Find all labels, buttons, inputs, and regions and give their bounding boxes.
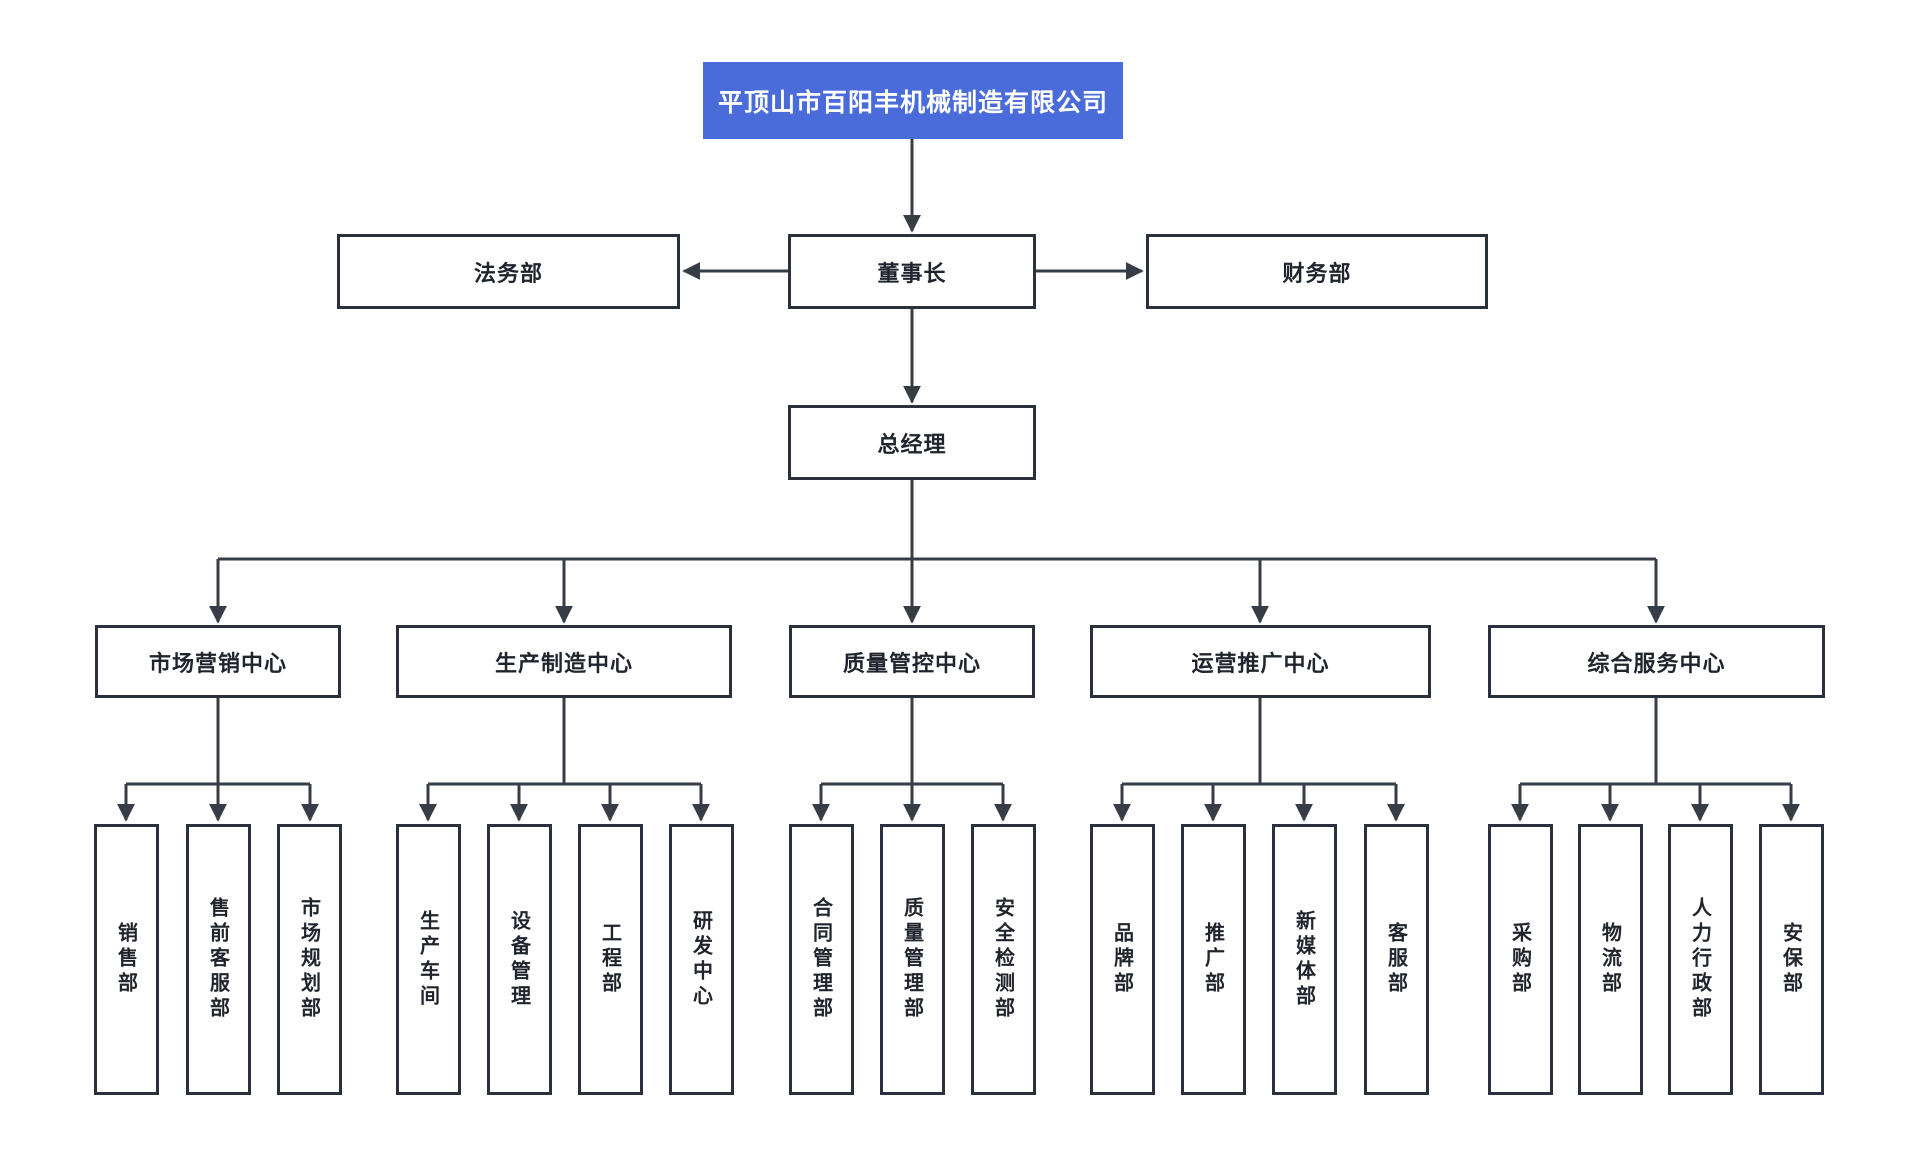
node-label: 安保部 [1779,922,1804,997]
node-dept-logistics[interactable]: 物流部 [1578,824,1643,1095]
node-dept-quality-management[interactable]: 质量管理部 [880,824,945,1095]
node-label: 市场营销中心 [148,651,287,677]
node-label: 研发中心 [689,909,714,1010]
node-dept-sales[interactable]: 销售部 [94,824,159,1095]
node-dept-rd-center[interactable]: 研发中心 [669,824,734,1095]
node-label: 生产车间 [416,909,441,1010]
node-label: 客服部 [1384,922,1409,997]
node-dept-production-workshop[interactable]: 生产车间 [396,824,461,1095]
node-label: 运营推广中心 [1191,651,1330,677]
node-label: 人力行政部 [1688,897,1713,1022]
node-label: 市场规划部 [297,897,322,1022]
node-label: 董事长 [877,261,947,287]
node-dept-hr-admin[interactable]: 人力行政部 [1668,824,1733,1095]
node-legal-dept[interactable]: 法务部 [337,234,680,309]
node-center-services[interactable]: 综合服务中心 [1488,625,1825,698]
node-label: 新媒体部 [1292,909,1317,1010]
node-center-marketing[interactable]: 市场营销中心 [95,625,341,698]
node-dept-brand[interactable]: 品牌部 [1090,824,1155,1095]
node-dept-equipment-management[interactable]: 设备管理 [487,824,552,1095]
node-label: 售前客服部 [206,897,231,1022]
node-finance-dept[interactable]: 财务部 [1146,234,1488,309]
node-center-operations[interactable]: 运营推广中心 [1090,625,1431,698]
node-label: 法务部 [473,261,543,287]
node-label: 物流部 [1598,922,1623,997]
node-center-production[interactable]: 生产制造中心 [396,625,732,698]
node-company[interactable]: 平顶山市百阳丰机械制造有限公司 [703,62,1123,139]
node-label: 推广部 [1201,922,1226,997]
node-label: 合同管理部 [809,897,834,1022]
node-general-manager[interactable]: 总经理 [788,405,1036,480]
node-label: 设备管理 [507,909,532,1010]
node-dept-security[interactable]: 安保部 [1759,824,1824,1095]
node-label: 质量管控中心 [842,651,981,677]
node-label: 安全检测部 [991,897,1016,1022]
node-dept-engineering[interactable]: 工程部 [578,824,643,1095]
node-label: 财务部 [1282,261,1352,287]
node-label: 平顶山市百阳丰机械制造有限公司 [717,87,1108,117]
node-dept-promotion[interactable]: 推广部 [1181,824,1246,1095]
node-dept-procurement[interactable]: 采购部 [1488,824,1553,1095]
node-center-quality[interactable]: 质量管控中心 [789,625,1035,698]
node-dept-contract-management[interactable]: 合同管理部 [789,824,854,1095]
node-label: 品牌部 [1110,922,1135,997]
node-dept-new-media[interactable]: 新媒体部 [1272,824,1337,1095]
node-dept-market-planning[interactable]: 市场规划部 [277,824,342,1095]
node-label: 销售部 [114,922,139,997]
node-label: 生产制造中心 [494,651,633,677]
node-label: 综合服务中心 [1587,651,1726,677]
node-dept-customer-service[interactable]: 客服部 [1364,824,1429,1095]
node-chairman[interactable]: 董事长 [788,234,1036,309]
node-label: 采购部 [1508,922,1533,997]
node-label: 工程部 [598,922,623,997]
node-label: 质量管理部 [900,897,925,1022]
node-dept-presales-service[interactable]: 售前客服部 [186,824,251,1095]
node-dept-safety-inspection[interactable]: 安全检测部 [971,824,1036,1095]
node-label: 总经理 [877,432,947,458]
